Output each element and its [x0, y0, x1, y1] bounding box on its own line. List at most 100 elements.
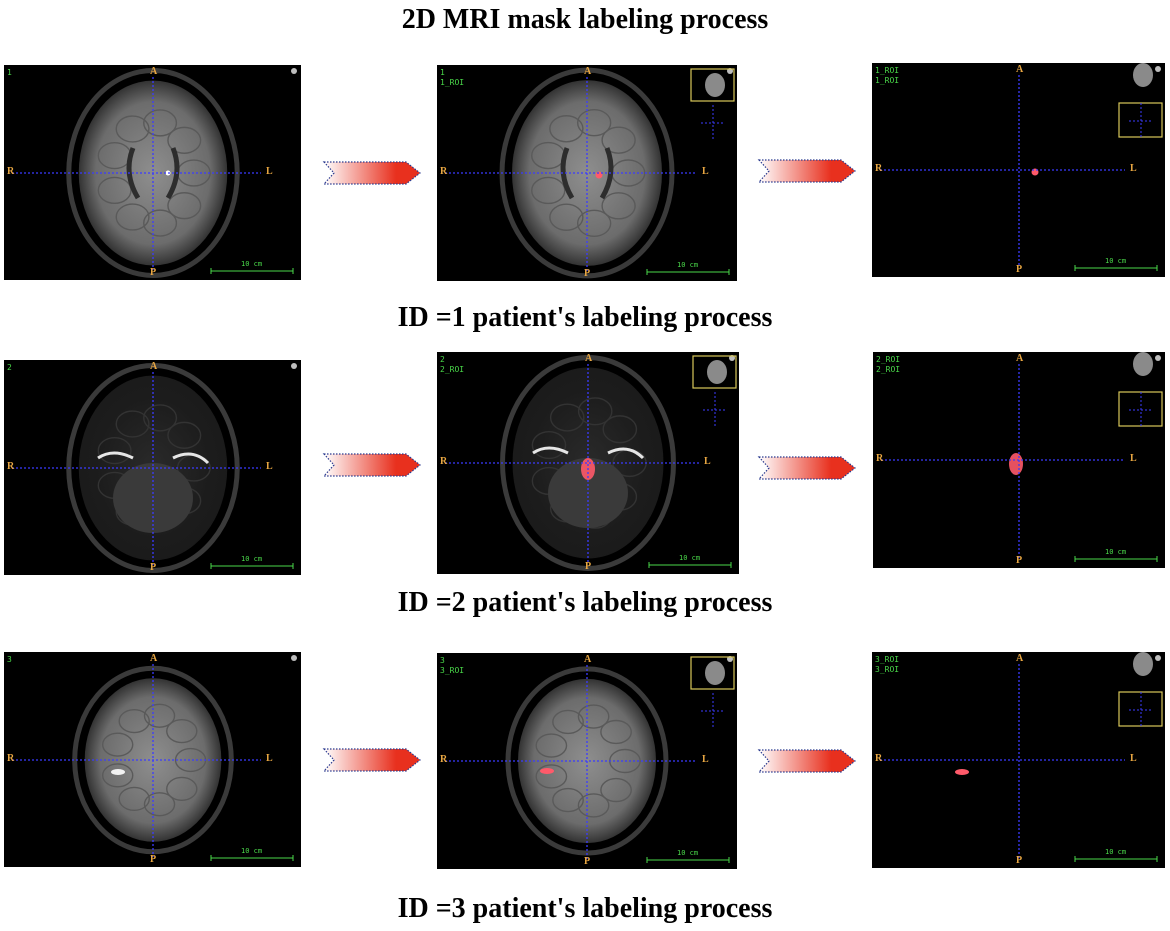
- scan-canvas: [880, 652, 1163, 862]
- gyrus: [531, 430, 567, 460]
- gyrus: [600, 777, 632, 803]
- scan-id-label: 2 2_ROI: [440, 355, 465, 374]
- scale-bar-label: 10 cm: [241, 260, 263, 268]
- scale-bar-label: 10 cm: [1105, 548, 1127, 556]
- window-control-icon: [291, 655, 297, 661]
- gyrus: [602, 415, 638, 444]
- row2-arrow-1: [322, 452, 422, 478]
- right-arrow-icon: [322, 748, 421, 772]
- orientation-right: R: [440, 754, 448, 765]
- scan-canvas: [445, 355, 737, 571]
- gyrus: [576, 108, 612, 137]
- gyrus: [166, 776, 198, 802]
- row1-arrow-1: [322, 160, 422, 186]
- orientation-posterior: P: [1016, 555, 1023, 566]
- arrow-shape: [322, 161, 421, 185]
- row1-caption: ID =1 patient's labeling process: [397, 302, 773, 333]
- window-control-icon: [1155, 655, 1161, 661]
- gyrus: [143, 209, 178, 237]
- scan-canvas: [12, 68, 297, 278]
- navigator-box: [690, 68, 735, 102]
- orientation-posterior: P: [1016, 855, 1023, 866]
- orientation-right: R: [7, 166, 15, 177]
- orientation-posterior: P: [1016, 264, 1023, 275]
- scan-id-label: 1_ROI 1_ROI: [875, 66, 900, 85]
- gyrus: [118, 708, 150, 734]
- arrow-shape: [757, 456, 856, 480]
- orientation-left: L: [266, 461, 273, 472]
- row2-arrow-2: [757, 455, 857, 481]
- orientation-anterior: A: [150, 361, 158, 372]
- navigator-thumbnail: [1133, 352, 1153, 376]
- scale-bar-label: 10 cm: [241, 555, 263, 563]
- navigator-box: [690, 656, 735, 690]
- arrow-shape: [322, 748, 421, 772]
- orientation-left: L: [1130, 453, 1137, 464]
- orientation-left: L: [1130, 753, 1137, 764]
- orientation-right: R: [440, 456, 448, 467]
- orientation-posterior: P: [584, 268, 591, 279]
- orientation-anterior: A: [585, 353, 593, 364]
- navigator-thumbnail: [1133, 652, 1153, 676]
- gyrus: [167, 192, 202, 220]
- navigator-thumbnail: [1133, 63, 1153, 87]
- right-arrow-icon: [757, 159, 856, 183]
- gyrus: [549, 403, 585, 432]
- lesion-mask: [540, 768, 554, 774]
- gyrus: [552, 709, 584, 735]
- gyrus: [166, 718, 198, 744]
- scan-canvas: [12, 655, 297, 861]
- scale-bar-label: 10 cm: [677, 261, 699, 269]
- scan-canvas: [12, 363, 297, 573]
- bright-sulcus: [97, 451, 210, 465]
- orientation-left: L: [704, 456, 711, 467]
- gyrus: [115, 203, 150, 231]
- row3-caption: ID =3 patient's labeling process: [397, 893, 773, 924]
- navigator-thumbnail: [705, 661, 725, 685]
- orientation-anterior: A: [584, 66, 592, 77]
- scan-id-label: 3 3_ROI: [440, 656, 465, 675]
- lesion-mask: [955, 769, 969, 775]
- orientation-posterior: P: [584, 856, 591, 867]
- gyrus: [118, 786, 150, 812]
- scan-id-label: 2: [7, 363, 12, 372]
- gyrus: [601, 192, 636, 220]
- row1-arrow-2: [757, 158, 857, 184]
- orientation-right: R: [875, 163, 883, 174]
- orientation-anterior: A: [150, 66, 158, 77]
- gyrus: [577, 704, 610, 729]
- window-control-icon: [1155, 66, 1161, 72]
- orientation-posterior: P: [585, 561, 592, 572]
- scan-id-label: 3_ROI 3_ROI: [875, 655, 900, 674]
- scale-bar-label: 10 cm: [1105, 848, 1127, 856]
- arrow-shape: [757, 159, 856, 183]
- right-arrow-icon: [757, 749, 856, 773]
- scan-id-label: 2_ROI 2_ROI: [876, 355, 901, 374]
- gyrus: [97, 176, 132, 205]
- orientation-left: L: [1130, 163, 1137, 174]
- row2-caption: ID =2 patient's labeling process: [397, 587, 773, 618]
- orientation-anterior: A: [584, 654, 592, 665]
- gyrus: [549, 203, 584, 231]
- gyrus: [167, 126, 202, 154]
- gyrus: [115, 115, 150, 143]
- window-control-icon: [291, 68, 297, 74]
- orientation-anterior: A: [1016, 653, 1024, 664]
- scan-id-label: 1: [7, 68, 12, 77]
- right-arrow-icon: [757, 456, 856, 480]
- gyrus: [101, 732, 134, 757]
- orientation-right: R: [440, 166, 448, 177]
- navigator-thumbnail: [707, 360, 727, 384]
- scan-id-label: 1 1_ROI: [440, 68, 465, 87]
- orientation-posterior: P: [150, 562, 157, 573]
- gyrus: [576, 209, 612, 238]
- gyrus: [535, 733, 568, 758]
- row3-arrow-1: [322, 747, 422, 773]
- orientation-left: L: [266, 753, 273, 764]
